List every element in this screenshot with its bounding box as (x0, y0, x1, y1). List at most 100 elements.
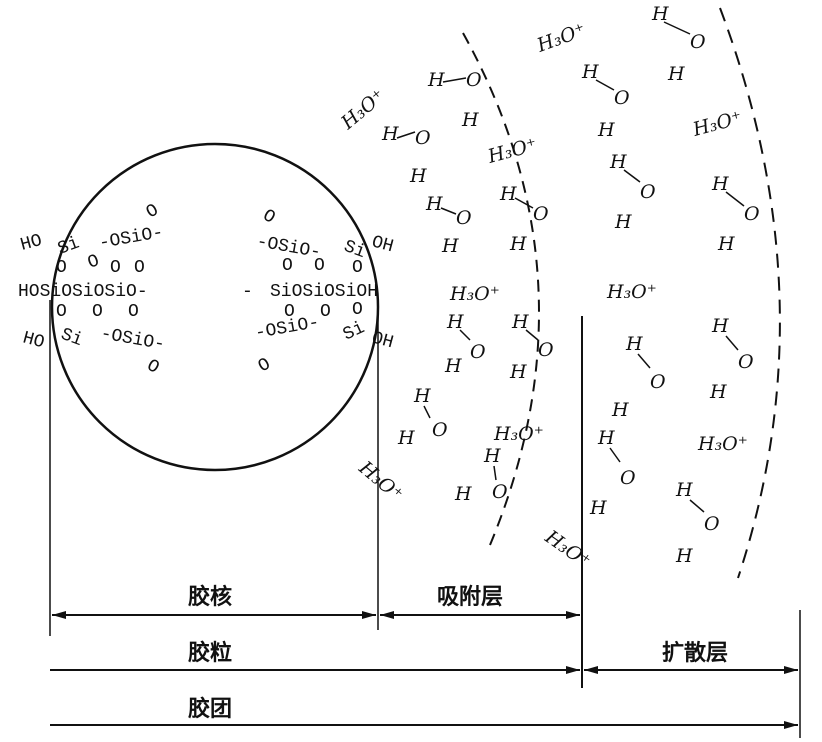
core-silica-chain: HOSiOSiOSiO- (18, 282, 148, 302)
core-bond: - (242, 282, 253, 302)
core-o-atom: O (314, 256, 325, 276)
svg-text:O: O (492, 481, 508, 503)
core-o-atom: O (143, 200, 162, 223)
diffusion-layer-boundary (719, 7, 781, 579)
core-ho-group: HO (18, 231, 44, 256)
svg-text:H: H (581, 61, 599, 83)
svg-text:H: H (509, 233, 527, 255)
core-o-atom: O (352, 258, 363, 278)
water-molecule: H O H (427, 69, 482, 131)
core-si-atom: Si (58, 325, 85, 351)
svg-text:O: O (738, 351, 754, 373)
svg-text:H: H (667, 63, 685, 85)
core-structure-left: O HO Si O -OSiO- O O O HOSiOSiOSiO- O O … (18, 200, 166, 378)
svg-text:H: H (611, 399, 629, 421)
svg-text:O: O (466, 69, 482, 91)
water-molecule: H O H (397, 385, 448, 449)
svg-text:H: H (709, 381, 727, 403)
svg-text:H: H (711, 315, 729, 337)
svg-text:O: O (456, 207, 472, 229)
svg-text:H: H (427, 69, 445, 91)
core-osio-group: -OSiO- (98, 223, 165, 254)
svg-text:H: H (614, 211, 632, 233)
svg-text:O: O (704, 513, 720, 535)
core-o-atom: O (56, 258, 67, 278)
svg-text:O: O (620, 467, 636, 489)
svg-text:H: H (597, 119, 615, 141)
water-molecules: H O H H O H H O H H O H H O H (381, 3, 760, 567)
water-molecule: H O H (611, 333, 666, 421)
water-molecule: H O H (425, 193, 472, 257)
svg-text:H: H (651, 3, 669, 25)
core-o-atom: O (352, 300, 363, 320)
hydronium-ion: H₃O⁺ (533, 19, 588, 57)
water-molecule: H O H (589, 427, 636, 519)
water-molecule: H O H (444, 311, 486, 377)
core-o-atom: O (134, 258, 145, 278)
core-label: 胶核 (188, 584, 232, 610)
water-molecule: H O H (711, 173, 760, 255)
water-molecule: H O H (581, 61, 630, 141)
svg-text:H: H (454, 483, 472, 505)
core-o-atom: O (110, 258, 121, 278)
svg-text:H: H (444, 355, 462, 377)
svg-text:O: O (744, 203, 760, 225)
water-molecule: H O H (381, 123, 431, 187)
svg-text:H: H (397, 427, 415, 449)
hydronium-ion: H₃O⁺ (690, 107, 745, 141)
water-molecule: H O H (675, 479, 720, 567)
hydronium-ion: H₃O⁺ (540, 526, 594, 573)
core-si-atom: Si (340, 318, 368, 345)
svg-text:H: H (413, 385, 431, 407)
particle-label: 胶粒 (188, 640, 232, 666)
hydronium-ion: H₃O⁺ (449, 283, 500, 305)
core-o-atom: O (85, 251, 102, 273)
svg-text:O: O (614, 87, 630, 109)
core-dimension-arrow (52, 611, 376, 619)
hydronium-ion: H₃O⁺ (697, 433, 748, 455)
micelle-label: 胶团 (188, 696, 232, 722)
water-molecule: H O H (651, 3, 706, 85)
svg-text:O: O (533, 203, 549, 225)
water-molecule: H O H (454, 445, 508, 505)
svg-text:H: H (511, 311, 529, 333)
svg-text:H: H (675, 545, 693, 567)
core-o-atom: O (143, 356, 162, 379)
svg-text:O: O (640, 181, 656, 203)
micelle-dimension-arrow (50, 721, 798, 729)
svg-text:H: H (381, 123, 399, 145)
adsorption-dimension-arrow (380, 611, 580, 619)
svg-text:O: O (690, 31, 706, 53)
core-o-atom: O (284, 302, 295, 322)
svg-text:H: H (717, 233, 735, 255)
core-o-atom: O (320, 302, 331, 322)
water-molecule: H O H (499, 183, 549, 255)
svg-text:O: O (432, 419, 448, 441)
svg-text:O: O (470, 341, 486, 363)
svg-text:H: H (425, 193, 443, 215)
svg-text:H: H (409, 165, 427, 187)
core-ho-group: HO (20, 328, 46, 353)
svg-text:H: H (441, 235, 459, 257)
svg-text:H: H (597, 427, 615, 449)
svg-text:H: H (711, 173, 729, 195)
diffusion-dimension-arrow (584, 666, 798, 674)
svg-text:O: O (415, 127, 431, 149)
hydronium-ion: H₃O⁺ (606, 281, 657, 303)
water-molecule: H O H (709, 315, 754, 403)
svg-text:H: H (589, 497, 607, 519)
core-o-atom: O (92, 302, 103, 322)
core-o-atom: O (282, 256, 293, 276)
hydronium-ion: H₃O⁺ (485, 134, 540, 168)
core-o-atom: O (128, 302, 139, 322)
hydronium-ion: H₃O⁺ (493, 423, 544, 445)
core-osio-group: -OSiO- (254, 313, 321, 344)
svg-text:O: O (650, 371, 666, 393)
svg-text:H: H (609, 151, 627, 173)
diffusion-layer-label: 扩散层 (662, 641, 728, 666)
core-o-atom: O (255, 354, 274, 377)
core-o-atom: O (56, 302, 67, 322)
svg-text:H: H (483, 445, 501, 467)
svg-text:H: H (461, 109, 479, 131)
